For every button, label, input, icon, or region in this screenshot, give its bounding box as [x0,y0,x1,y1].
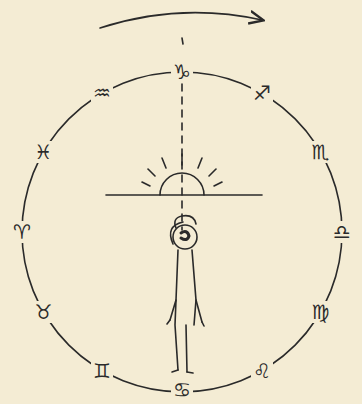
tick-mark [182,38,183,44]
zodiac-sign: ♐ [251,82,273,104]
zodiac-sign: ♋ [171,379,193,401]
horizon-line [106,194,262,196]
sun-rays [142,154,222,186]
zodiac-sign: ♍ [310,301,332,323]
zodiac-sign: ♎ [331,221,353,243]
zodiac-sign: ♏ [310,141,332,163]
zodiac-sign: ♒ [91,82,113,104]
zodiac-sign: ♓ [32,141,54,163]
zodiac-sign: ♌ [251,360,273,382]
zodiac-circle [22,72,342,392]
zodiac-sign: ♑ [171,61,193,83]
rising-sun [160,173,204,195]
zodiac-sign: ♈ [11,221,33,243]
zodiac-sign: ♊ [91,360,113,382]
zodiac-sign: ♉ [32,301,54,323]
human-figure [167,216,204,373]
rotation-arrow [100,13,262,28]
meridian-line [181,84,183,230]
